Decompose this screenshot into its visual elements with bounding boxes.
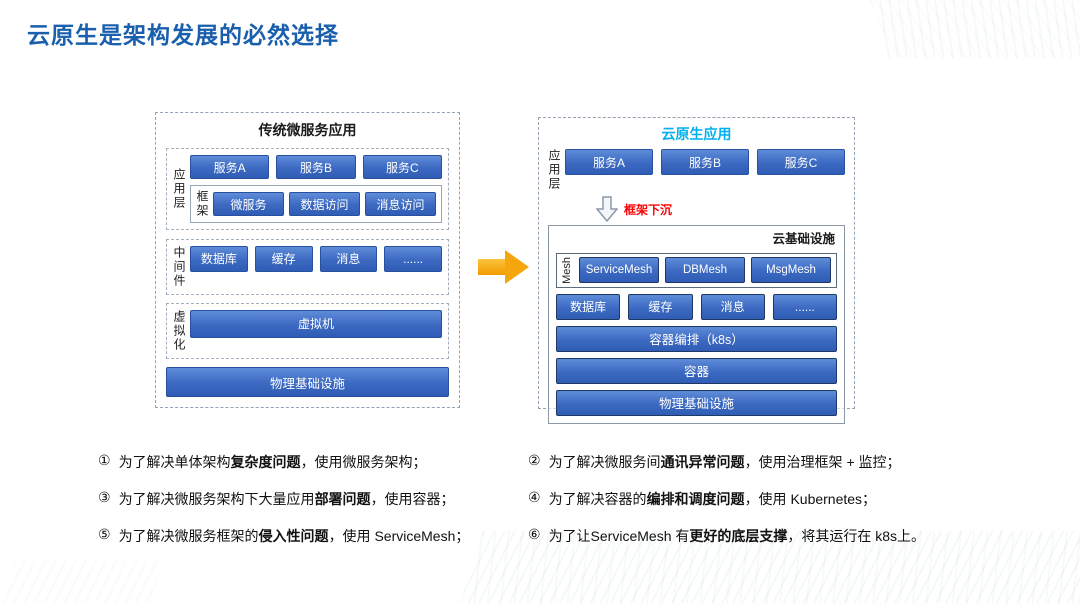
middleware-box: 缓存 [628,293,693,320]
note-pre: 为了解决微服务间 [548,454,661,470]
container-box: 容器 [556,357,837,384]
cloud-middleware-row: 数据库 缓存 消息 ...... [556,293,837,320]
background-decoration [870,0,1080,58]
framework-sink-label: 框架下沉 [624,202,673,217]
cloud-infrastructure-box: 云基础设施 Mesh ServiceMesh DBMesh MsgMesh 数据… [548,225,845,424]
note-post: ，使用微服务架构； [300,454,427,470]
app-layer-label: 应用层 [547,149,561,191]
middleware-row: 数据库 缓存 消息 ...... [190,245,442,288]
note-text: 为了解决容器的编排和调度问题，使用 Kubernetes； [549,489,877,509]
cloud-native-panel-title: 云原生应用 [661,126,732,142]
note-item: ④ 为了解决容器的编排和调度问题，使用 Kubernetes； [528,489,1028,509]
note-bold: 编排和调度问题 [646,491,745,507]
service-row: 服务A 服务B 服务C [190,155,442,180]
middleware-box: ...... [772,293,837,320]
note-pre: 为了解决微服务架构下大量应用 [118,491,315,507]
note-bold: 更好的底层支撑 [689,528,788,544]
background-decoration [0,561,164,603]
note-item: ③ 为了解决微服务架构下大量应用部署问题，使用容器； [98,489,528,509]
arrow-shaft [478,259,505,275]
service-box: 服务A [565,149,653,175]
note-number: ③ [98,489,111,505]
framework-item-box: 数据访问 [289,192,360,217]
note-number: ① [98,452,111,468]
note-number: ② [528,452,541,468]
note-post: ，使用 Kubernetes； [744,491,877,507]
app-layer-label: 应用层 [172,168,186,211]
note-item: ① 为了解决单体架构复杂度问题，使用微服务架构； [98,452,528,472]
orchestration-box: 容器编排（k8s） [556,325,837,352]
middleware-box: 数据库 [556,293,621,320]
middleware-box: 消息 [319,245,378,272]
page-title: 云原生是架构发展的必然选择 [27,22,339,48]
traditional-virtualization-layer: 虚拟化 虚拟机 [166,302,449,359]
mesh-layer-box: Mesh ServiceMesh DBMesh MsgMesh [556,253,837,288]
note-post: ，将其运行在 k8s上。 [787,528,926,544]
cloud-infrastructure-label: 云基础设施 [772,232,835,246]
note-pre: 为了解决微服务框架的 [118,528,259,544]
service-box: 服务B [661,149,749,175]
mesh-label: Mesh [561,257,573,284]
note-pre: 为了解决单体架构 [118,454,231,470]
framework-label: 框架 [195,190,209,219]
note-number: ④ [528,489,541,505]
traditional-app-layer: 应用层 服务A 服务B 服务C 框架 微服务 数据访问 消息访问 [166,148,449,231]
note-text: 为了解决微服务架构下大量应用部署问题，使用容器； [119,489,455,509]
framework-item-box: 微服务 [213,192,284,217]
middleware-label: 中间件 [172,245,186,288]
arrow-down-icon [596,196,618,222]
notes-list: ① 为了解决单体架构复杂度问题，使用微服务架构； ② 为了解决微服务间通讯异常问… [98,452,1028,546]
middleware-box: ...... [384,245,442,272]
service-box: 服务C [757,149,845,175]
framework-box: 框架 微服务 数据访问 消息访问 [190,185,442,224]
cloud-native-panel: 云原生应用 应用层 服务A 服务B 服务C 框架下沉 云基础设施 Mesh Se… [538,117,855,424]
service-box: 服务A [190,155,270,180]
note-post: ，使用容器； [370,491,455,507]
framework-sink-indicator: 框架下沉 [596,196,845,222]
service-row: 服务A 服务B 服务C [565,149,845,191]
mesh-box: ServiceMesh [579,257,659,284]
traditional-middleware-layer: 中间件 数据库 缓存 消息 ...... [166,238,449,295]
note-text: 为了让ServiceMesh 有更好的底层支撑，将其运行在 k8s上。 [549,526,926,546]
note-number: ⑤ [98,526,111,542]
framework-item-box: 消息访问 [365,192,436,217]
middleware-box: 数据库 [190,245,248,272]
middleware-box: 缓存 [254,245,313,272]
physical-infrastructure-box: 物理基础设施 [166,367,449,397]
note-number: ⑥ [528,526,541,542]
note-pre: 为了解决容器的 [548,491,647,507]
note-bold: 复杂度问题 [230,454,301,470]
note-post: ，使用治理框架 + 监控； [744,454,901,470]
app-layer-content: 服务A 服务B 服务C 框架 微服务 数据访问 消息访问 [190,155,442,224]
virtualization-label: 虚拟化 [172,309,186,352]
arrow-head [505,250,529,284]
note-pre: 为了让ServiceMesh 有 [548,528,690,544]
note-bold: 通讯异常问题 [660,454,745,470]
middleware-box: 消息 [700,293,765,320]
note-text: 为了解决单体架构复杂度问题，使用微服务架构； [119,452,427,472]
mesh-box: DBMesh [665,257,745,284]
cloud-app-layer: 应用层 服务A 服务B 服务C [547,149,845,191]
note-item: ⑥ 为了让ServiceMesh 有更好的底层支撑，将其运行在 k8s上。 [528,526,1028,546]
service-box: 服务C [362,155,442,180]
note-post: ，使用 ServiceMesh； [328,528,470,544]
traditional-architecture-panel: 传统微服务应用 应用层 服务A 服务B 服务C 框架 微服务 数据访问 消息访问… [155,112,460,408]
service-box: 服务B [276,155,356,180]
note-item: ② 为了解决微服务间通讯异常问题，使用治理框架 + 监控； [528,452,1028,472]
note-text: 为了解决微服务框架的侵入性问题，使用 ServiceMesh； [119,526,470,546]
note-bold: 侵入性问题 [258,528,329,544]
note-text: 为了解决微服务间通讯异常问题，使用治理框架 + 监控； [549,452,901,472]
vm-box: 虚拟机 [190,309,442,338]
note-bold: 部署问题 [314,491,371,507]
traditional-panel-title: 传统微服务应用 [258,122,357,138]
physical-infrastructure-box: 物理基础设施 [556,389,837,416]
arrow-right-icon [478,250,530,284]
mesh-box: MsgMesh [751,257,831,284]
note-item: ⑤ 为了解决微服务框架的侵入性问题，使用 ServiceMesh； [98,526,528,546]
